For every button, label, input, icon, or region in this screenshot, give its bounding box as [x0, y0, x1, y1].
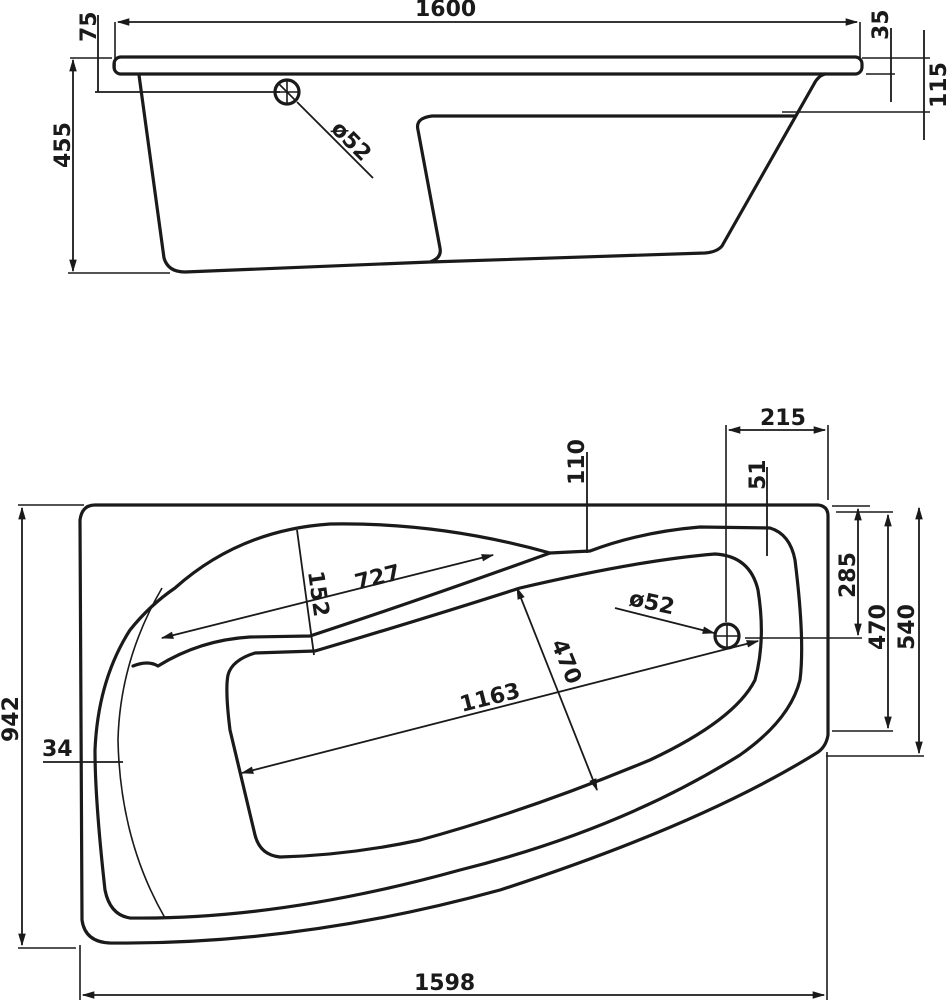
top-view: ø52 1598 942 34 727 152 1163 470 110: [0, 406, 924, 1000]
label-interior-length: 1163: [457, 679, 522, 718]
label-overflow-depth: 115: [927, 62, 950, 108]
dim-interior-width: [516, 586, 598, 792]
side-view: ø52 1600 75 455 35 115: [51, 0, 950, 274]
label-interior-width: 470: [545, 636, 585, 688]
label-overall-length: 1598: [414, 971, 475, 996]
label-rim-left: 75: [77, 11, 102, 42]
side-body-outline: [137, 72, 827, 274]
top-rim-outline: [78, 503, 830, 945]
top-drain-icon: [713, 622, 741, 650]
label-drain-offset-x: 215: [760, 406, 806, 431]
label-rim-top: 110: [565, 439, 590, 485]
label-overflow-diameter: ø52: [326, 117, 376, 167]
dim-backrest-width: [296, 529, 315, 656]
label-wall-left: 34: [42, 737, 73, 762]
leader-overflow: [296, 101, 374, 179]
dim-backrest-length: [160, 554, 495, 639]
label-drain-offset-y: 285: [836, 552, 861, 598]
label-height: 455: [51, 122, 76, 168]
label-drain-diameter: ø52: [627, 586, 677, 620]
label-overall-width: 942: [0, 696, 24, 742]
side-rim: [112, 55, 864, 76]
label-right-width: 540: [895, 604, 920, 650]
label-backrest-length: 727: [352, 560, 403, 595]
label-rim-right-top: 51: [746, 459, 771, 490]
label-backrest-width: 152: [302, 569, 333, 618]
label-right-inner-width: 470: [866, 604, 891, 650]
top-seat-line: [117, 587, 166, 919]
dim-interior-length: [240, 640, 760, 774]
leader-drain: [614, 607, 716, 634]
label-length: 1600: [415, 0, 476, 22]
label-rim-right: 35: [869, 9, 894, 40]
